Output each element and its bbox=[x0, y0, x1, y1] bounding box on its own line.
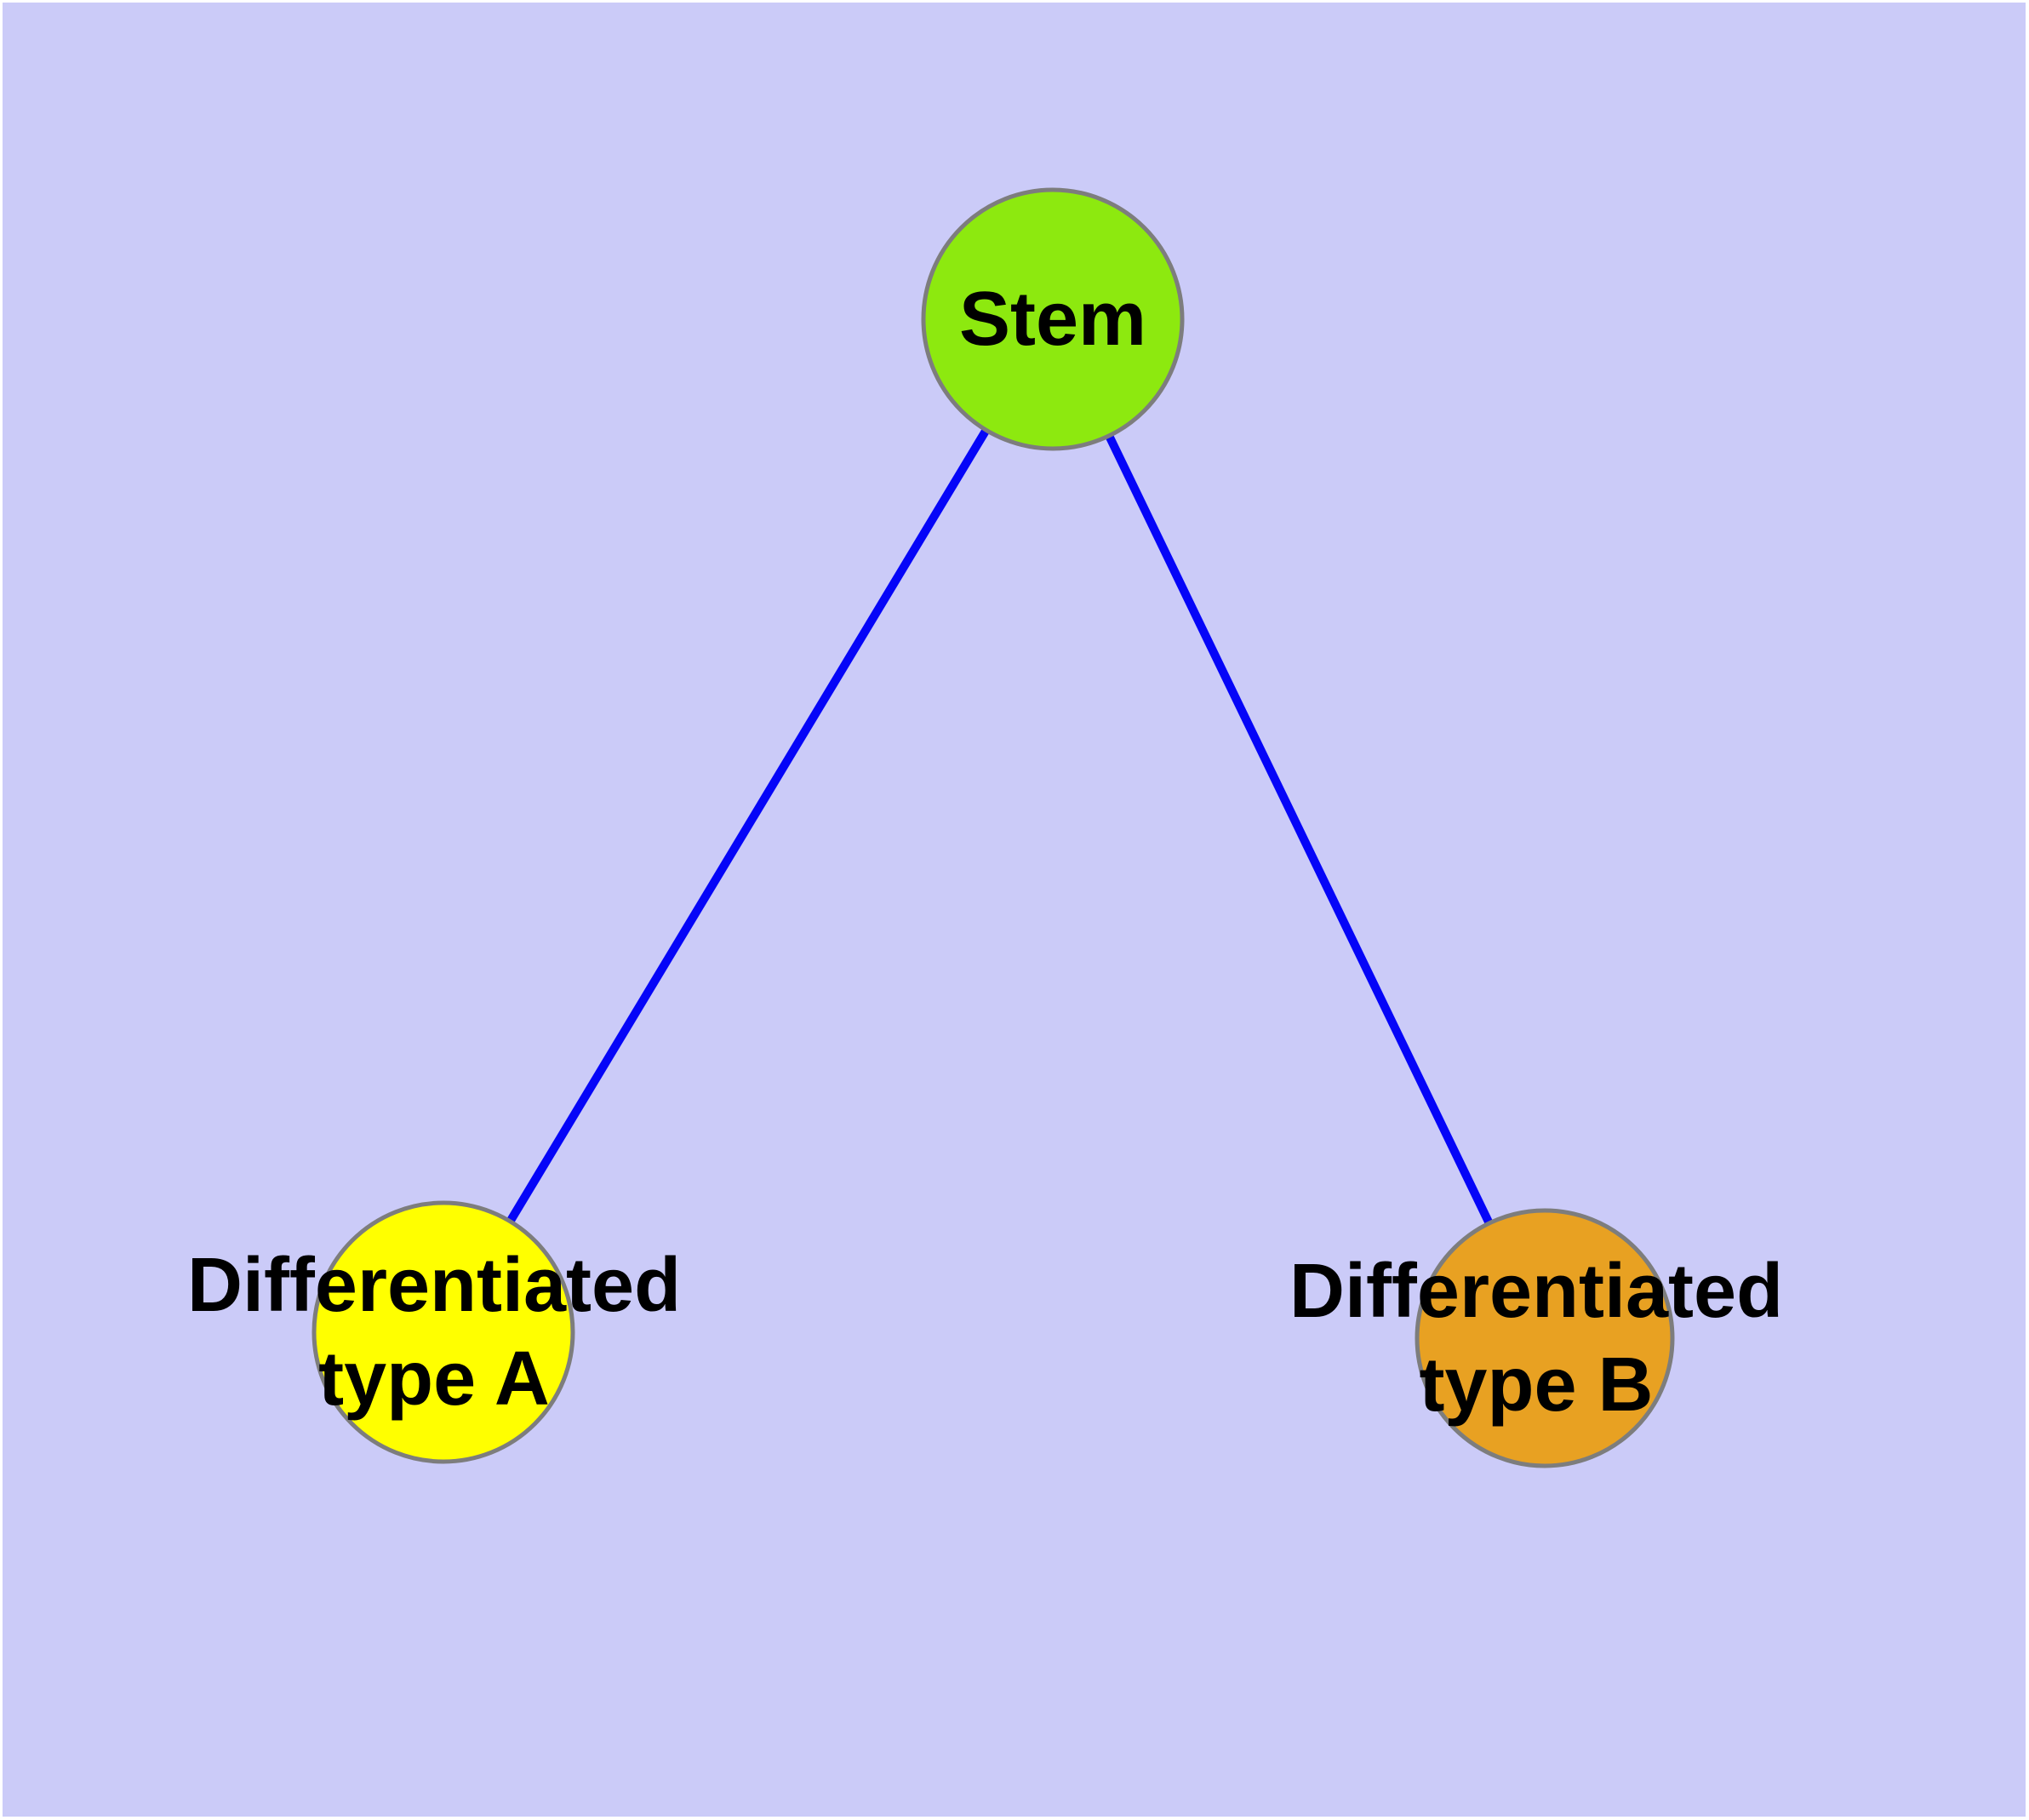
node-differentiated-type-b bbox=[1415, 1208, 1675, 1468]
edge-stem-to-type-a bbox=[439, 317, 1057, 1335]
node-differentiated-type-a bbox=[311, 1200, 575, 1464]
label-line: type A bbox=[318, 1336, 550, 1422]
label-line: Differentiated bbox=[186, 1243, 682, 1328]
node-label-differentiated-type-b: Differentiated type B bbox=[1289, 1245, 1783, 1432]
node-label-differentiated-type-a: Differentiated type A bbox=[187, 1239, 681, 1426]
label-line: Differentiated bbox=[1289, 1249, 1784, 1334]
node-stem bbox=[921, 187, 1185, 451]
label-line: Stem bbox=[958, 277, 1147, 362]
label-line: type B bbox=[1419, 1342, 1654, 1428]
node-label-stem: Stem bbox=[959, 272, 1146, 366]
edge-stem-to-type-b bbox=[1049, 317, 1549, 1341]
